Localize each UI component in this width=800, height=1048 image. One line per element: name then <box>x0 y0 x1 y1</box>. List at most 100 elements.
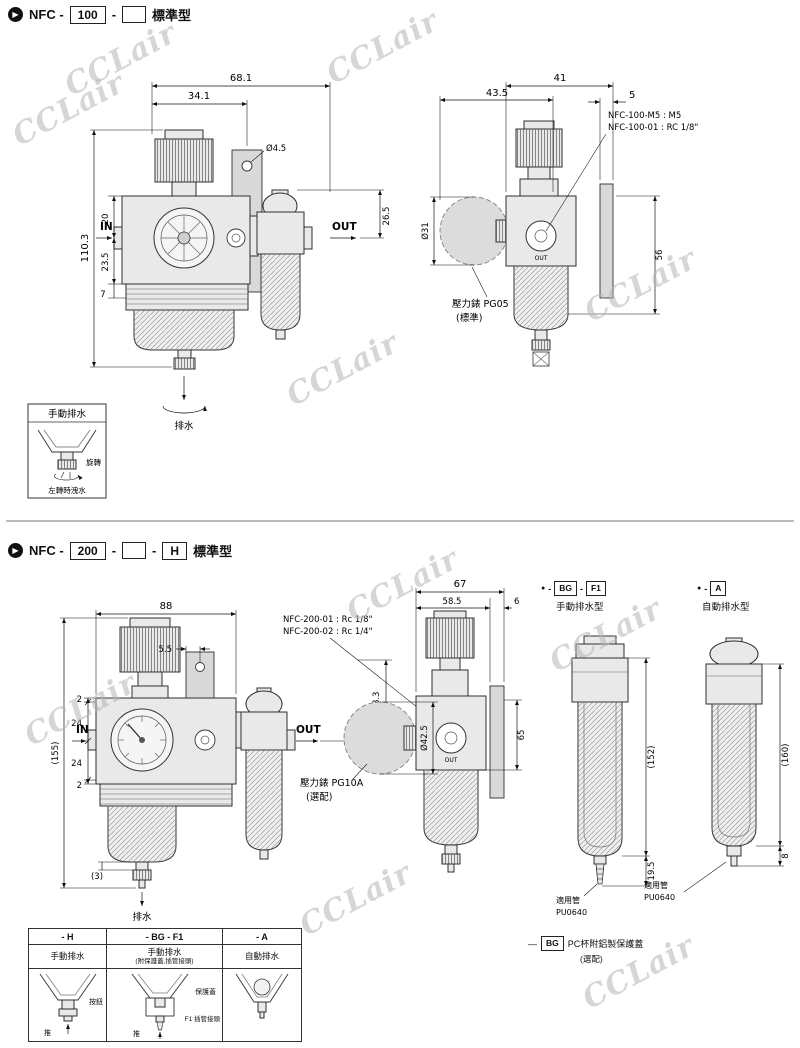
cover-label: 保護蓋 <box>195 989 216 996</box>
dim-s1-26-5: 26.5 <box>382 207 392 226</box>
s2-in-label: IN <box>76 724 89 736</box>
s1-model-blank-box <box>122 6 147 23</box>
s2-auto-drain-dims: (160) 8 適用管 PU0640 <box>644 663 791 902</box>
option-col-bgf1-header: - BG - F1 <box>107 929 223 945</box>
f1-option-box: F1 <box>585 581 606 596</box>
dim-s2-6: 6 <box>514 597 519 607</box>
manual-drain-sketch <box>39 973 96 1034</box>
drain-option-table: - H - BG - F1 - A 手動排水 手動排水 (附保護蓋,插管接頭) … <box>28 928 302 1042</box>
option-col-h-header: - H <box>29 929 107 945</box>
s2-auto-tube-model: PU0640 <box>644 893 675 902</box>
dim-s2-58-5: 58.5 <box>443 597 462 607</box>
a-option-box: A <box>710 581 727 596</box>
s1-detail-title: 手動排水 <box>48 408 87 420</box>
s2-auto-drain-unit <box>705 637 763 867</box>
manual-type-dash2: - <box>579 583 583 594</box>
dim-s2-155: (155) <box>51 742 61 765</box>
manual-drain-cover-sketch <box>131 973 188 1039</box>
dim-s1-total-width: 68.1 <box>230 73 252 84</box>
dim-s2-152: (152) <box>647 746 657 769</box>
f1-fitting-label: F1 插管接頭 <box>184 1016 220 1023</box>
auto-drain-type-label: 自動排水型 <box>702 602 750 613</box>
bg-note-box: BG <box>541 936 564 951</box>
s2-model-code-box: 200 <box>69 541 106 560</box>
dim-s2-67: 67 <box>454 579 467 590</box>
dim-s2-19-5: 19.5 <box>647 862 657 881</box>
s2-header-dash2: - <box>152 543 157 558</box>
push-label-2: 推 <box>133 1031 140 1038</box>
auto-drain-sketch <box>235 973 289 1019</box>
dim-s1-56: 56 <box>655 250 665 261</box>
auto-type-bullet-icon: ● <box>697 585 702 592</box>
option-col-h-label: 手動排水 <box>29 945 107 969</box>
s1-gauge-label: 壓力錶 PG05 <box>452 298 509 310</box>
option-col-bgf1-label: 手動排水 (附保護蓋,插管接頭) <box>107 945 223 969</box>
s1-gauge-note: (標準) <box>456 312 482 324</box>
dim-s2-65: 65 <box>517 730 527 741</box>
s1-side-dims: 41 43.5 5 NFC-100-M5 : M5 NFC-100-01 : R… <box>420 73 698 324</box>
s2-manual-tube-model: PU0640 <box>556 908 587 917</box>
auto-drain-type-header: ● - A <box>697 581 727 596</box>
dim-s1-23-5: 23.5 <box>101 253 111 272</box>
dim-s2-2-bot: 2 <box>77 781 82 791</box>
s1-manual-drain-detail: 手動排水 旋轉 左轉時洩水 <box>27 403 107 499</box>
option-col-bgf1-label-main: 手動排水 <box>147 947 182 958</box>
option-col-a-header: - A <box>223 929 301 945</box>
dim-s1-43-5: 43.5 <box>486 88 508 99</box>
dim-s2-3: (3) <box>91 872 103 882</box>
dim-s2-24-bot: 24 <box>71 759 82 769</box>
dim-s2-2-top: 2 <box>77 695 82 705</box>
section2-header: ▶ NFC - 200 - - H 標準型 <box>8 541 232 560</box>
dim-s2-24-top: 24 <box>71 719 82 729</box>
dim-s2-38-3: 38.3 <box>372 692 382 711</box>
s2-gauge-label: 壓力錶 PG10A <box>300 777 364 789</box>
s1-model-code-box: 100 <box>69 5 106 24</box>
option-col-h-sketch: 按鈕 推 <box>29 969 107 1041</box>
manual-drain-type-header: ● - BG - F1 <box>541 581 606 596</box>
manual-type-dash1: - <box>548 583 552 594</box>
s1-detail-note: 左轉時洩水 <box>48 485 86 495</box>
s2-front-dims: 88 5.5 2 24 24 2 (155) (3) <box>51 601 392 923</box>
section1-bullet-icon: ▶ <box>8 7 23 22</box>
manual-drain-type-label: 手動排水型 <box>556 602 604 613</box>
option-col-bgf1-sketch: 保護蓋 F1 插管接頭 推 <box>107 969 223 1041</box>
section2-bullet-icon: ▶ <box>8 543 23 558</box>
dim-s1-left-width: 34.1 <box>188 91 210 102</box>
s2-manual-tube-label: 適用管 <box>556 895 580 905</box>
s1-out-label: OUT <box>332 221 357 233</box>
s2-side-out-small: OUT <box>445 757 458 764</box>
s1-type-label: 標準型 <box>152 8 192 23</box>
s2-model-h-box: H <box>162 541 188 560</box>
dim-s2-5-5: 5.5 <box>158 645 172 655</box>
button-label: 按鈕 <box>89 999 103 1006</box>
section1-header: ▶ NFC - 100 - 標準型 <box>8 5 191 24</box>
bg-note-dash: — <box>528 938 537 949</box>
dim-s1-7: 7 <box>100 290 105 300</box>
s1-side-out-small: OUT <box>535 255 548 262</box>
s1-header-dash: - <box>111 7 117 22</box>
bg-note-option: (選配) <box>580 954 603 964</box>
dim-s2-gauge: Ø42.5 <box>419 725 430 751</box>
s1-front-view <box>113 129 313 370</box>
s2-auto-tube-label: 適用管 <box>644 880 668 890</box>
s2-manual-drain-dims: (152) 19.5 適用管 PU0640 <box>556 657 657 917</box>
option-col-a-label: 自動排水 <box>223 945 301 969</box>
s1-side-view: OUT <box>439 120 614 367</box>
s2-header-dash1: - <box>111 543 117 558</box>
s2-side-dims: 67 58.5 6 Ø42.5 65 壓力錶 PG10A (選配) <box>300 579 527 803</box>
option-col-bgf1-label-sub: (附保護蓋,插管接頭) <box>135 957 194 965</box>
push-label: 推 <box>44 1030 51 1037</box>
dim-s1-gauge: Ø31 <box>420 222 431 240</box>
s2-manual-drain-unit <box>571 635 629 885</box>
bg-cover-note: — BG PC杯附鋁製保護蓋 <box>528 936 643 951</box>
s2-gauge-note: (選配) <box>306 792 332 803</box>
s1-drain-label: 排水 <box>174 420 194 432</box>
s1-detail-rotate-label: 旋轉 <box>86 457 101 467</box>
s1-model-prefix: NFC - <box>29 7 64 22</box>
dim-s2-88: 88 <box>160 601 173 612</box>
s2-type-label: 標準型 <box>193 544 233 559</box>
s2-out-label: OUT <box>296 724 321 736</box>
s2-drain-label: 排水 <box>132 911 152 923</box>
option-col-a-sketch <box>223 969 301 1041</box>
